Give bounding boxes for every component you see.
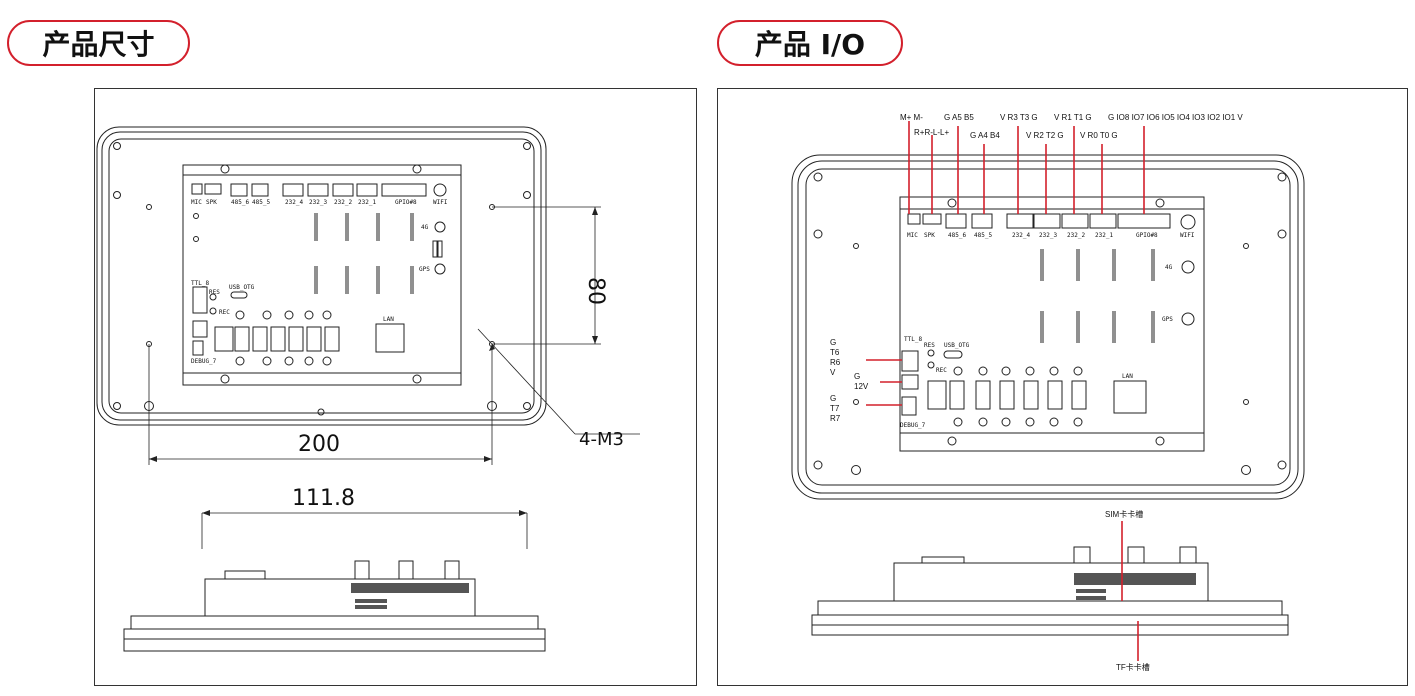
- io-board: [899, 196, 1205, 452]
- io-silk-4g: 4G: [1165, 264, 1173, 271]
- io-label-485-5: G A4 B4: [970, 131, 1000, 140]
- io-label-232-2: V R1 T1 G: [1054, 113, 1092, 122]
- label-232-4: 232_4: [285, 199, 303, 206]
- io-silk-232-4: 232_4: [1012, 232, 1030, 239]
- tab-dimensions-label: 产品尺寸: [42, 28, 155, 61]
- io-label-debug-r7: R7: [830, 414, 841, 423]
- io-label-debug-g: G: [830, 394, 836, 403]
- io-label-232-1: V R0 T0 G: [1080, 131, 1118, 140]
- io-label-ttl-t6: T6: [830, 348, 840, 357]
- tab-dimensions: 产品尺寸: [7, 20, 190, 66]
- io-label-485-6: G A5 B5: [944, 113, 974, 122]
- device-bezel-outer: [96, 126, 547, 426]
- io-silk-485-6: 485_6: [948, 232, 966, 239]
- io-label-sim-slot: SIM卡卡槽: [1105, 509, 1143, 519]
- io-label-ttl-g: G: [830, 338, 836, 347]
- io-label-spk: R+R-L-L+: [914, 128, 949, 137]
- tab-io: 产品 I/O: [717, 20, 903, 66]
- device-bezel-face: [108, 138, 535, 414]
- label-485-5: 485_5: [252, 199, 270, 206]
- dimension-height: 80: [583, 277, 608, 305]
- io-label-gpio: G IO8 IO7 IO6 IO5 IO4 IO3 IO2 IO1 V: [1108, 113, 1243, 122]
- label-ttl: TTL_8: [191, 280, 209, 287]
- io-silk-232-3: 232_3: [1039, 232, 1057, 239]
- io-silk-rec: REC: [936, 367, 947, 374]
- label-gpio: GPIO#8: [395, 199, 417, 206]
- label-4g: 4G: [421, 224, 429, 231]
- io-silk-485-5: 485_5: [974, 232, 992, 239]
- io-silk-wifi: WIFI: [1180, 232, 1195, 239]
- io-label-232-3: V R2 T2 G: [1026, 131, 1064, 140]
- io-panel: M+ M- R+R-L-L+ G A5 B5 G A4 B4 V R3 T3 G…: [717, 88, 1408, 686]
- io-silk-232-2: 232_2: [1067, 232, 1085, 239]
- io-label-power-g: G: [854, 372, 860, 381]
- label-485-6: 485_6: [231, 199, 249, 206]
- io-silk-res: RES: [924, 342, 935, 349]
- label-232-3: 232_3: [309, 199, 327, 206]
- io-silk-mic: MIC: [907, 232, 918, 239]
- io-label-232-4: V R3 T3 G: [1000, 113, 1038, 122]
- tab-io-label: 产品 I/O: [754, 28, 866, 61]
- io-label-tf-slot: TF卡卡槽: [1116, 662, 1150, 672]
- io-silk-gps: GPS: [1162, 316, 1173, 323]
- device-bezel-inner: [101, 131, 542, 421]
- label-rec: REC: [219, 309, 230, 316]
- io-silk-debug: DEBUG_7: [900, 422, 926, 429]
- label-usb-otg: USB_OTG: [229, 284, 255, 291]
- side-view-body: [204, 578, 476, 617]
- label-debug: DEBUG_7: [191, 358, 217, 365]
- label-res: RES: [209, 289, 220, 296]
- io-silk-gpio: GPIO#8: [1136, 232, 1158, 239]
- dimensions-drawing: 80 200 111.8 4-M3 MIC SPK 485_6 485_5 23…: [96, 126, 640, 652]
- io-silk-ttl: TTL_8: [904, 336, 922, 343]
- label-gps: GPS: [419, 266, 430, 273]
- side-view-bezel: [123, 628, 546, 652]
- main-board: [182, 164, 462, 386]
- io-silk-usb-otg: USB_OTG: [944, 342, 970, 349]
- io-label-power-12v: 12V: [854, 382, 869, 391]
- label-232-1: 232_1: [358, 199, 376, 206]
- io-label-ttl-r6: R6: [830, 358, 841, 367]
- io-silk-spk: SPK: [924, 232, 935, 239]
- dimension-width: 200: [298, 432, 340, 457]
- label-232-2: 232_2: [334, 199, 352, 206]
- label-mic: MIC: [191, 199, 202, 206]
- label-lan: LAN: [383, 316, 394, 323]
- label-spk: SPK: [206, 199, 217, 206]
- io-bezel-outer: [791, 154, 1305, 500]
- io-drawing: M+ M- R+R-L-L+ G A5 B5 G A4 B4 V R3 T3 G…: [791, 113, 1305, 672]
- io-label-ttl-v: V: [830, 368, 836, 377]
- io-silk-lan: LAN: [1122, 373, 1133, 380]
- dimension-screw: 4-M3: [579, 429, 624, 450]
- dimensions-panel: 80 200 111.8 4-M3 MIC SPK 485_6 485_5 23…: [94, 88, 697, 686]
- dimension-depth: 111.8: [292, 486, 355, 511]
- io-silk-232-1: 232_1: [1095, 232, 1113, 239]
- io-label-debug-t7: T7: [830, 404, 840, 413]
- io-label-mic: M+ M-: [900, 113, 923, 122]
- label-wifi: WIFI: [433, 199, 448, 206]
